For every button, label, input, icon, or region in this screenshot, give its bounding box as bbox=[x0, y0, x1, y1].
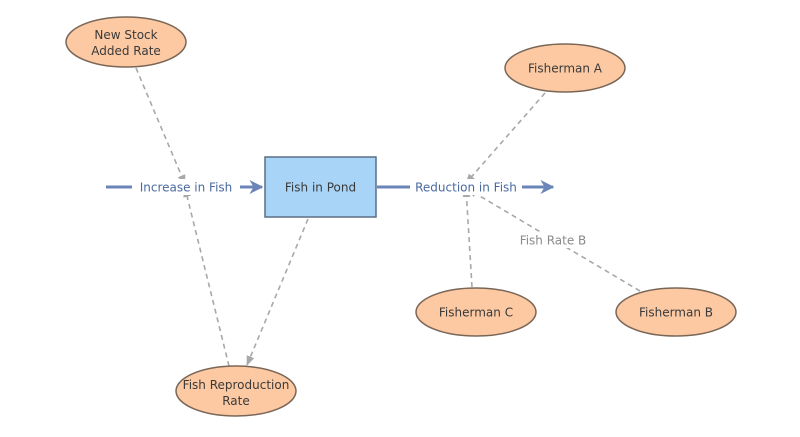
aux-fish-reproduction-rate[interactable]: Fish Reproduction Rate bbox=[175, 365, 297, 417]
aux-shape bbox=[65, 16, 187, 68]
link-new-stock-to-inflow[interactable] bbox=[135, 67, 186, 185]
aux-fisherman-a[interactable]: Fisherman A bbox=[504, 43, 626, 93]
link-label-background bbox=[513, 232, 593, 248]
aux-label-line-1: Fish Reproduction bbox=[183, 378, 290, 392]
inflow-increase-in-fish[interactable]: Increase in Fish bbox=[106, 179, 264, 195]
aux-new-stock-added-rate[interactable]: New Stock Added Rate bbox=[65, 16, 187, 68]
link-fisherman-a-to-outflow[interactable] bbox=[465, 92, 546, 184]
aux-label: Fisherman C bbox=[439, 306, 513, 320]
aux-label: Fisherman A bbox=[528, 62, 603, 76]
inflow-label: Increase in Fish bbox=[140, 181, 233, 195]
inflow-label-background bbox=[132, 179, 240, 195]
stock-fish-in-pond[interactable]: Fish in Pond bbox=[264, 156, 377, 218]
aux-shape bbox=[615, 287, 737, 337]
link-stock-to-reproduction[interactable] bbox=[246, 218, 309, 366]
aux-label-line-1: New Stock bbox=[94, 28, 157, 42]
link-reproduction-to-inflow[interactable] bbox=[183, 187, 230, 367]
stock-label: Fish in Pond bbox=[285, 181, 356, 195]
outflow-label: Reduction in Fish bbox=[415, 181, 517, 195]
aux-shape bbox=[504, 43, 626, 93]
aux-label-line-2: Rate bbox=[222, 394, 250, 408]
aux-fisherman-c[interactable]: Fisherman C bbox=[415, 287, 537, 337]
outflow-label-background bbox=[410, 179, 522, 195]
aux-shape bbox=[175, 365, 297, 417]
information-links bbox=[135, 67, 641, 367]
link-fisherman-c-to-outflow[interactable] bbox=[462, 187, 473, 288]
stock-box bbox=[264, 156, 377, 218]
aux-label-line-2: Added Rate bbox=[91, 44, 161, 58]
fish-rate-b-label: Fish Rate B bbox=[520, 234, 587, 248]
link-label-fish-rate-b: Fish Rate B bbox=[513, 232, 593, 248]
aux-fisherman-b[interactable]: Fisherman B bbox=[615, 287, 737, 337]
aux-shape bbox=[415, 287, 537, 337]
aux-label: Fisherman B bbox=[639, 306, 713, 320]
outflow-reduction-in-fish[interactable]: Reduction in Fish bbox=[377, 179, 555, 195]
